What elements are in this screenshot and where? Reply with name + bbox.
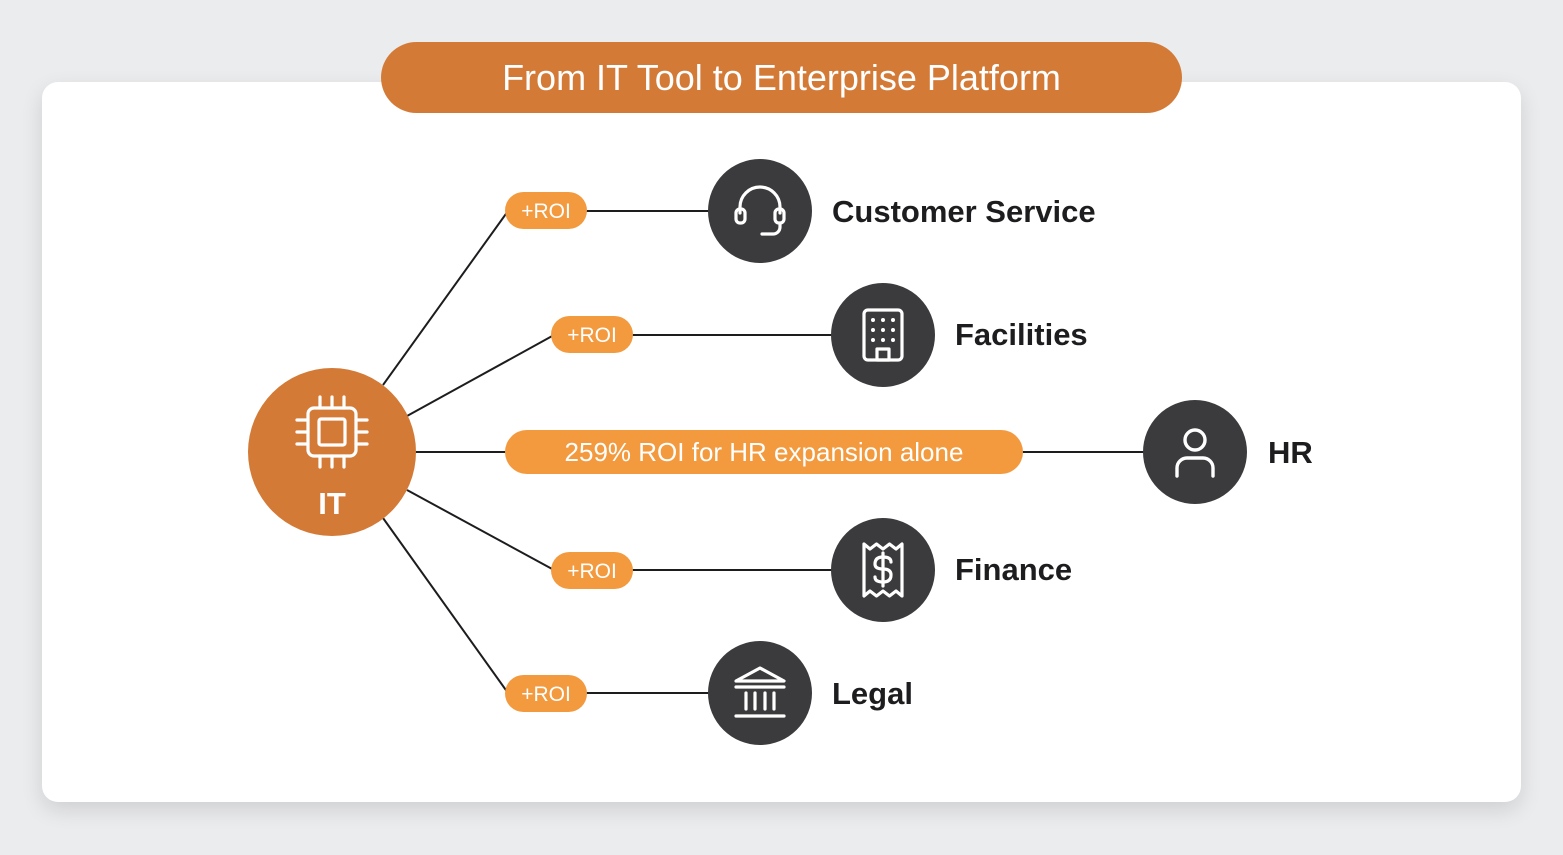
badge-label: +ROI [567, 560, 617, 583]
badge-hr: 259% ROI for HR expansion alone [505, 430, 1023, 474]
dept-label-finance: Finance [955, 552, 1072, 587]
node-finance: Finance [831, 518, 1072, 622]
dept-label-customer-service: Customer Service [832, 194, 1096, 229]
node-hr: HR [1143, 400, 1313, 504]
hub-node: IT [248, 368, 416, 536]
badge-label: +ROI [521, 683, 571, 706]
title-banner: From IT Tool to Enterprise Platform [381, 42, 1182, 113]
badge-label: +ROI [567, 324, 617, 347]
badge-label: +ROI [521, 200, 571, 223]
badge-finance: +ROI [551, 552, 633, 589]
page-title: From IT Tool to Enterprise Platform [502, 57, 1061, 98]
hub-circle [248, 368, 416, 536]
connector-legal [382, 517, 710, 694]
badge-legal: +ROI [505, 675, 587, 712]
dept-label-legal: Legal [832, 676, 913, 711]
badge-customer-service: +ROI [505, 192, 587, 229]
dept-label-facilities: Facilities [955, 317, 1088, 352]
badge-facilities: +ROI [551, 316, 633, 353]
connector-customer-service [382, 210, 710, 386]
hub-label: IT [318, 486, 346, 521]
node-customer-service: Customer Service [708, 159, 1096, 263]
node-facilities: Facilities [831, 283, 1088, 387]
dept-label-hr: HR [1268, 435, 1313, 470]
node-legal: Legal [708, 641, 913, 745]
badge-label: 259% ROI for HR expansion alone [565, 437, 964, 467]
